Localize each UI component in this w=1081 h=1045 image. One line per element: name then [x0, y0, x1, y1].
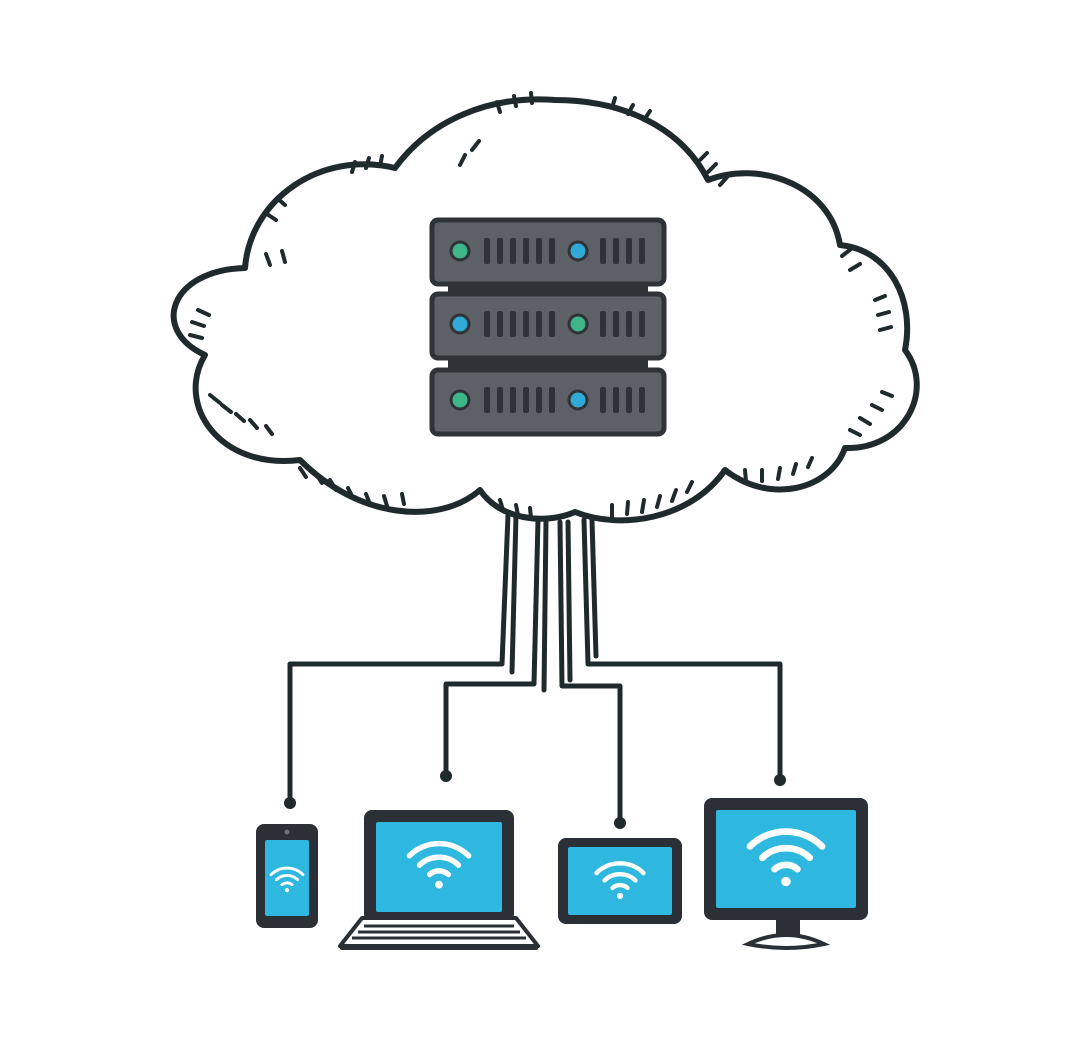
tablet-icon [558, 838, 682, 924]
connection-tablet [557, 519, 626, 829]
server-unit-2 [429, 291, 667, 361]
server-unit-1 [429, 217, 667, 287]
server-unit-3 [429, 367, 667, 437]
connection-laptop [440, 517, 549, 782]
server-rack-icon [429, 217, 667, 437]
cloud-hatching [188, 91, 894, 520]
keyboard [352, 924, 526, 940]
connection-lines [284, 512, 786, 829]
connection-smartphone [284, 512, 519, 809]
smartphone-icon [256, 824, 318, 928]
monitor-icon [704, 798, 868, 950]
connection-monitor [581, 517, 786, 786]
laptop-icon [338, 810, 540, 950]
